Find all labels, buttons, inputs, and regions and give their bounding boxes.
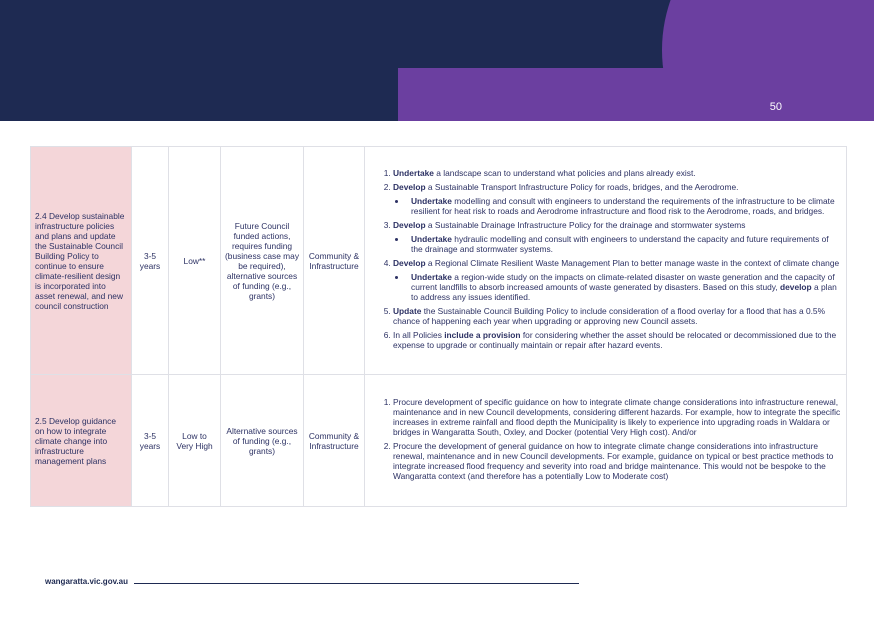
steps-cell: Undertake a landscape scan to understand… (364, 146, 847, 375)
action-cell: 2.4 Develop sustainable infrastructure p… (30, 146, 132, 375)
steps-cell: Procure development of specific guidance… (364, 374, 847, 507)
steps-list: Undertake a landscape scan to understand… (369, 168, 842, 350)
cost-cell: Low** (168, 146, 221, 375)
timeframe-cell: 3-5 years (131, 374, 169, 507)
sub-list-item: Undertake a region-wide study on the imp… (393, 272, 842, 302)
responsibility-cell: Community & Infrastructure (303, 374, 365, 507)
list-item: Develop a Sustainable Transport Infrastr… (393, 182, 842, 216)
table-row: 2.5 Develop guidance on how to integrate… (30, 374, 847, 507)
steps-list: Procure development of specific guidance… (369, 397, 842, 481)
funding-cell: Future Council funded actions, requires … (220, 146, 304, 375)
action-plan-table: 2.4 Develop sustainable infrastructure p… (30, 146, 847, 507)
action-cell: 2.5 Develop guidance on how to integrate… (30, 374, 132, 507)
sub-list-item: Undertake modelling and consult with eng… (393, 196, 842, 216)
sub-list-item: Undertake hydraulic modelling and consul… (393, 234, 842, 254)
responsibility-cell: Community & Infrastructure (303, 146, 365, 375)
list-item: Update the Sustainable Council Building … (393, 306, 842, 326)
page-number: 50 (769, 101, 782, 113)
footer-website-link[interactable]: wangaratta.vic.gov.au (45, 577, 128, 586)
page-header-banner (0, 0, 874, 121)
sub-list: Undertake modelling and consult with eng… (393, 196, 842, 216)
header-decoration-band (398, 68, 874, 121)
list-item: Procure the development of general guida… (393, 441, 842, 481)
list-item: Undertake a landscape scan to understand… (393, 168, 842, 178)
sub-list: Undertake hydraulic modelling and consul… (393, 234, 842, 254)
list-item: Develop a Sustainable Drainage Infrastru… (393, 220, 842, 254)
funding-cell: Alternative sources of funding (e.g., gr… (220, 374, 304, 507)
footer-divider (134, 583, 579, 584)
list-item: Procure development of specific guidance… (393, 397, 842, 437)
timeframe-cell: 3-5 years (131, 146, 169, 375)
list-item: Develop a Regional Climate Resilient Was… (393, 258, 842, 302)
table-row: 2.4 Develop sustainable infrastructure p… (30, 146, 847, 375)
sub-list: Undertake a region-wide study on the imp… (393, 272, 842, 302)
cost-cell: Low to Very High (168, 374, 221, 507)
list-item: In all Policies include a provision for … (393, 330, 842, 350)
